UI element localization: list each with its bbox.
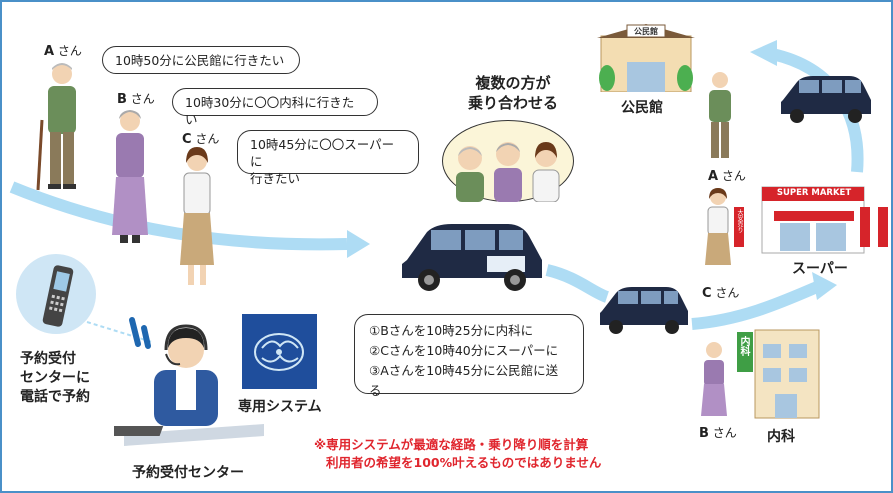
disclaimer-note: ※専用システムが最適な経路・乗り降り順を計算 利用者の希望を100%叶えるもので…	[314, 436, 601, 472]
schedule-item-1: ①Bさんを10時25分に内科に	[369, 323, 534, 338]
person-c-label: C さん	[182, 130, 219, 147]
phone-caption: 予約受付 センターに 電話で予約	[20, 350, 90, 407]
supermarket-banner-left: 大安売り	[736, 209, 743, 233]
destination-person-c-figure	[705, 188, 731, 265]
community-hall-sign: 公民館	[634, 27, 658, 36]
person-b-label: B さん	[117, 90, 155, 107]
person-a-letter: A	[44, 44, 55, 59]
mobile-phone-icon	[42, 265, 74, 327]
destination-person-c-letter: C	[702, 286, 712, 301]
bubble-person-a: 10時50分に公民館に行きたい	[102, 46, 300, 74]
supermarket-sign: SUPER MARKET	[776, 188, 852, 198]
bubble-person-c-text-line1: 10時45分に〇〇スーパーに	[250, 137, 395, 169]
rideshare-heading-line2: 乗り合わせる	[468, 93, 559, 112]
system-brain-icon	[242, 314, 317, 389]
community-hall-label: 公民館	[621, 100, 663, 116]
person-b-figure	[112, 110, 148, 243]
destination-person-a-label: A さん	[708, 167, 746, 184]
rideshare-heading: 複数の方が 乗り合わせる	[468, 74, 558, 113]
destination-person-a-letter: A	[708, 169, 719, 184]
disclaimer-line1: ※専用システムが最適な経路・乗り降り順を計算	[314, 437, 589, 452]
flow-arrow-taxi-to-clinic	[545, 264, 610, 303]
person-a-suffix: さん	[57, 44, 82, 58]
destination-person-a-suffix: さん	[721, 169, 746, 183]
clinic-building	[737, 329, 820, 419]
person-b-letter: B	[117, 92, 127, 107]
disclaimer-line2: 利用者の希望を100%叶えるものではありません	[326, 455, 602, 471]
person-a-label: A さん	[44, 42, 82, 59]
schedule-item-2: ②Cさんを10時40分にスーパーに	[369, 343, 559, 358]
rideshare-riders-icon	[456, 142, 560, 202]
bubble-person-c: 10時45分に〇〇スーパーに 行きたい	[237, 130, 419, 186]
taxi-main	[402, 224, 542, 291]
bubble-person-a-text: 10時50分に公民館に行きたい	[115, 53, 285, 68]
destination-person-b-suffix: さん	[712, 426, 737, 440]
destination-person-b-figure	[701, 342, 727, 416]
bubble-person-b-text: 10時30分に〇〇内科に行きたい	[185, 95, 355, 127]
clinic-label: 内科	[767, 429, 795, 445]
person-c-letter: C	[182, 132, 192, 147]
phone-caption-line2: センターに	[20, 369, 90, 386]
destination-person-c-suffix: さん	[715, 286, 740, 300]
person-c-suffix: さん	[195, 132, 220, 146]
flow-arrowhead-supermarket	[812, 272, 837, 300]
supermarket-building	[734, 186, 888, 254]
phone-caption-line1: 予約受付	[20, 351, 76, 367]
person-b-suffix: さん	[130, 92, 155, 106]
community-hall-building	[597, 24, 695, 92]
supermarket-label: スーパー	[792, 261, 848, 277]
person-a-figure	[36, 63, 76, 191]
bubble-person-c-text-line2: 行きたい	[250, 170, 301, 186]
flow-arrow-riders-to-taxi	[9, 181, 348, 251]
bubble-person-b: 10時30分に〇〇内科に行きたい	[172, 88, 378, 127]
flow-arrow-clinic-to-supermarket	[691, 281, 820, 330]
clinic-sign: 内科	[738, 336, 749, 356]
phone-caption-line3: 電話で予約	[20, 388, 90, 405]
destination-person-b-label: B さん	[699, 424, 737, 441]
taxi-to-hall	[781, 76, 871, 123]
flow-arrowhead-hall	[750, 40, 777, 66]
schedule-bubble: ①Bさんを10時25分に内科に ②Cさんを10時40分にスーパーに ③Aさんを1…	[354, 314, 584, 398]
reservation-operator-figure	[114, 317, 264, 446]
destination-person-a-figure	[709, 72, 731, 158]
reservation-center-label: 予約受付センター	[132, 465, 244, 481]
taxi-to-clinic	[600, 287, 688, 334]
flow-line-phone-to-center	[86, 321, 153, 343]
rideshare-heading-line1: 複数の方が	[475, 74, 551, 92]
destination-person-b-letter: B	[699, 426, 709, 441]
system-label: 専用システム	[238, 399, 322, 415]
flow-arrowhead-taxi	[347, 230, 370, 258]
schedule-item-3: ③Aさんを10時45分に公民館に送る	[369, 363, 559, 398]
person-c-figure	[180, 147, 214, 285]
destination-person-c-label: C さん	[702, 284, 739, 301]
